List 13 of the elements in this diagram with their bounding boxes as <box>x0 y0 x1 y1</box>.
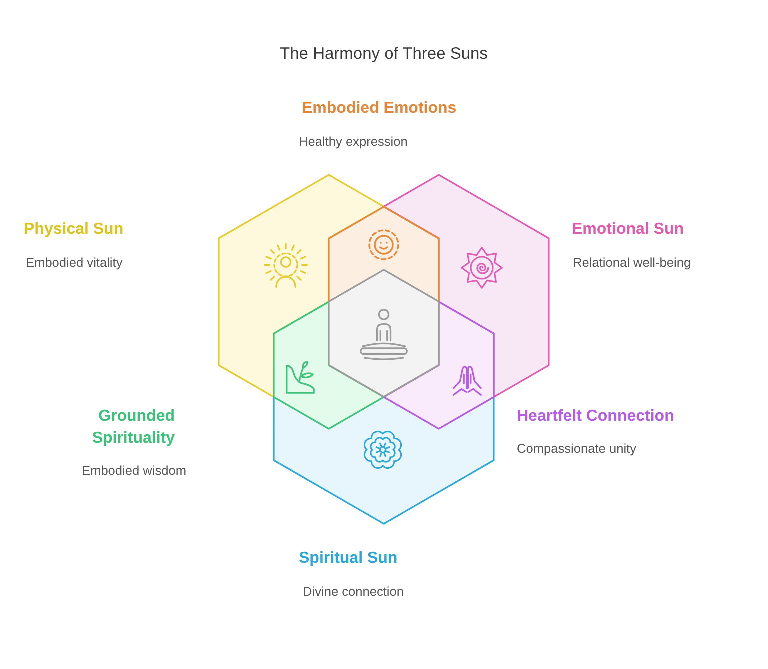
title: The Harmony of Three Suns <box>280 44 488 64</box>
heading: Heartfelt Connection <box>517 407 674 427</box>
heading: Grounded Spirituality <box>91 407 175 449</box>
description: Healthy expression <box>299 134 408 150</box>
description: Relational well-being <box>573 255 692 271</box>
description: Embodied vitality <box>26 255 123 271</box>
heading: Spiritual Sun <box>299 549 398 569</box>
heading: Physical Sun <box>24 220 124 240</box>
description: Divine connection <box>303 584 404 600</box>
heading: Embodied Emotions <box>302 99 457 119</box>
description: Compassionate unity <box>517 441 637 457</box>
description: Embodied wisdom <box>82 463 187 479</box>
heading: Emotional Sun <box>572 220 684 240</box>
